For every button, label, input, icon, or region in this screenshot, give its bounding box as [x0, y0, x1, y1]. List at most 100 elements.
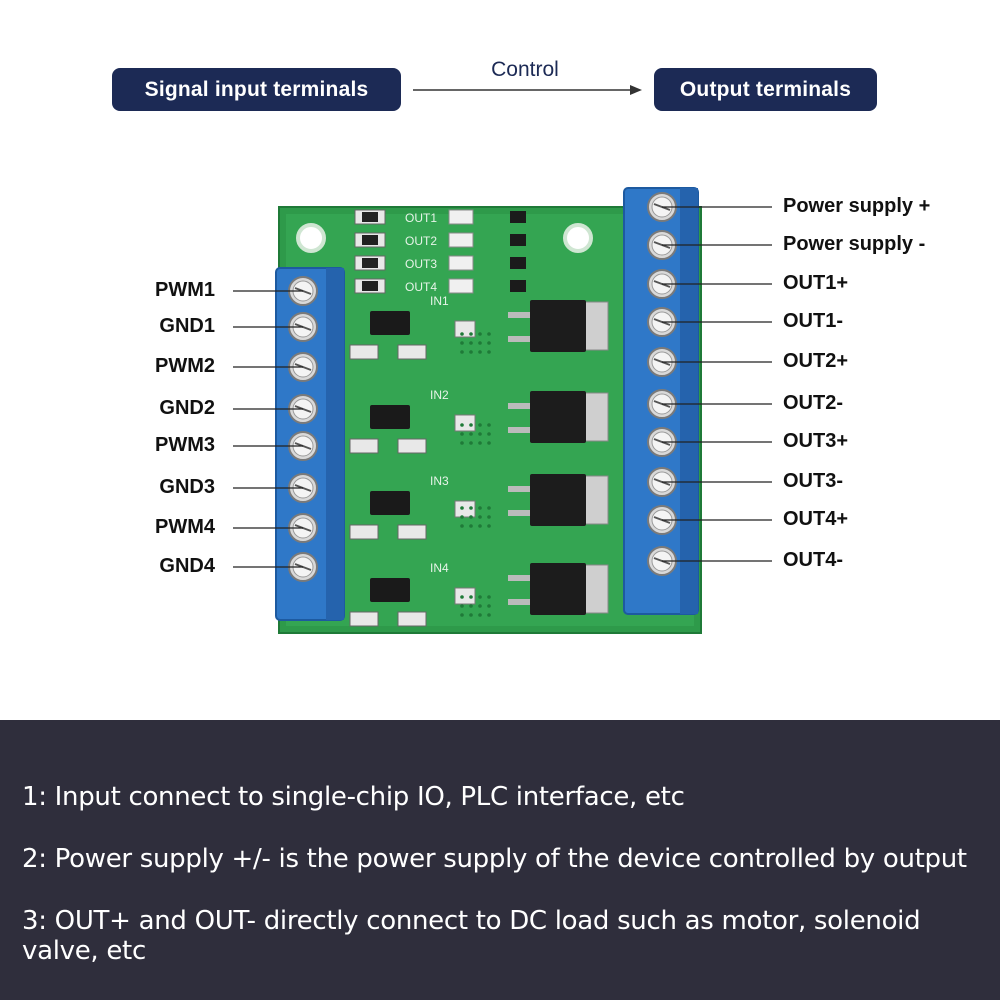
via: [469, 604, 473, 608]
control-label: Control: [491, 58, 559, 81]
via: [478, 350, 482, 354]
via: [487, 441, 491, 445]
led-label: OUT3: [405, 257, 437, 271]
smd-led: [448, 209, 474, 225]
output-label-power-plus: Power supply +: [783, 195, 931, 217]
output-label-out3-plus: OUT3+: [783, 430, 849, 452]
via: [469, 506, 473, 510]
via: [460, 423, 464, 427]
optocoupler-chip: [370, 311, 410, 335]
via: [460, 332, 464, 336]
smd-resistor: [349, 611, 379, 627]
output-terminals-label: Output terminals: [654, 68, 877, 111]
input-label-pwm4: PWM4: [155, 516, 215, 538]
leader-lines: [233, 206, 772, 568]
input-label-gnd2: GND2: [159, 397, 215, 419]
via: [469, 332, 473, 336]
input-label-gnd1: GND1: [159, 315, 215, 337]
mounting-hole: [563, 223, 593, 253]
mosfet-pin: [508, 486, 530, 492]
via: [469, 524, 473, 528]
smd-resistor: [397, 611, 427, 627]
input-label-gnd3: GND3: [159, 476, 215, 498]
mosfet-pin: [508, 510, 530, 516]
output-label-out3-minus: OUT3-: [783, 470, 843, 492]
via: [487, 604, 491, 608]
control-arrow-head: [630, 85, 642, 95]
input-label-pwm3: PWM3: [155, 434, 215, 456]
via: [460, 432, 464, 436]
input-mark-label: IN4: [430, 561, 449, 575]
via: [478, 515, 482, 519]
mosfet-pin: [508, 336, 530, 342]
output-terminal-block-side: [680, 188, 698, 614]
via: [487, 423, 491, 427]
via: [460, 524, 464, 528]
via: [469, 441, 473, 445]
via: [487, 524, 491, 528]
output-label-out4-plus: OUT4+: [783, 508, 849, 530]
mounting-hole: [296, 223, 326, 253]
input-terminal-block-side: [326, 268, 344, 620]
input-label-pwm2: PWM2: [155, 355, 215, 377]
via: [478, 506, 482, 510]
via: [487, 350, 491, 354]
smd-pad: [454, 500, 476, 518]
via: [469, 341, 473, 345]
via: [478, 432, 482, 436]
smd-resistor: [349, 524, 379, 540]
mosfet-pin: [508, 599, 530, 605]
mosfet-body: [530, 300, 586, 352]
smd-resistor: [397, 344, 427, 360]
via: [460, 350, 464, 354]
via: [478, 524, 482, 528]
led-label: OUT4: [405, 280, 437, 294]
smd-led: [448, 255, 474, 271]
output-label-out2-minus: OUT2-: [783, 392, 843, 414]
mosfets: [460, 300, 609, 617]
input-mark-label: IN3: [430, 474, 449, 488]
via: [478, 595, 482, 599]
optocoupler-chip: [370, 491, 410, 515]
via: [487, 515, 491, 519]
smd-led: [448, 232, 474, 248]
via: [478, 341, 482, 345]
via: [478, 441, 482, 445]
smd-resistor: [349, 344, 379, 360]
via: [487, 332, 491, 336]
optocoupler-chip: [370, 578, 410, 602]
smd-pad: [454, 414, 476, 432]
smd-diode: [510, 234, 526, 246]
output-label-out1-plus: OUT1+: [783, 272, 849, 294]
notes-panel: 1: Input connect to single-chip IO, PLC …: [0, 720, 1000, 1000]
via: [460, 506, 464, 510]
via: [460, 604, 464, 608]
via: [478, 332, 482, 336]
via: [469, 432, 473, 436]
input-label-gnd4: GND4: [159, 555, 215, 577]
mosfet-pin: [508, 427, 530, 433]
via: [469, 595, 473, 599]
via: [478, 423, 482, 427]
via: [469, 515, 473, 519]
signal-input-terminals-label: Signal input terminals: [112, 68, 401, 111]
smd-resistor-body: [362, 258, 378, 268]
via: [487, 432, 491, 436]
optocoupler-chip: [370, 405, 410, 429]
via: [460, 595, 464, 599]
output-label-out4-minus: OUT4-: [783, 549, 843, 571]
smd-diode: [510, 211, 526, 223]
smd-resistor-body: [362, 212, 378, 222]
mosfet-body: [530, 474, 586, 526]
via: [460, 613, 464, 617]
via: [478, 604, 482, 608]
led-label: OUT2: [405, 234, 437, 248]
mosfet-pin: [508, 403, 530, 409]
via: [469, 613, 473, 617]
input-mark-label: IN1: [430, 294, 449, 308]
via: [469, 423, 473, 427]
smd-resistor: [397, 524, 427, 540]
